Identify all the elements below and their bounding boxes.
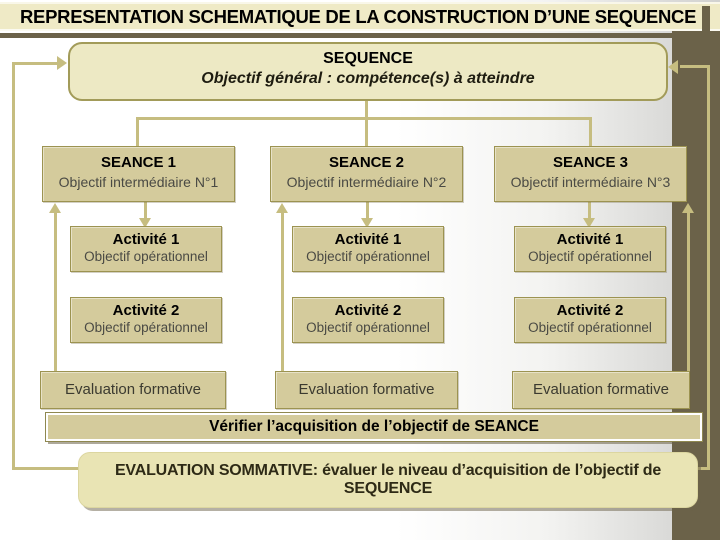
- loop-right-vertical-line: [707, 65, 710, 470]
- seance3-subtitle: Objectif intermédiaire N°3: [510, 174, 671, 190]
- loop-right-arrowhead-icon: [668, 60, 678, 74]
- activity1-box-col2: Activité 1 Objectif opérationnel: [292, 226, 444, 272]
- down-arrowhead-col2-icon: [361, 218, 373, 228]
- loop-right-top-line: [680, 65, 710, 68]
- feedback-arrowhead-col1-icon: [49, 203, 61, 213]
- activity-subtitle: Objectif opérationnel: [528, 249, 652, 264]
- title-banner-text: REPRESENTATION SCHEMATIQUE DE LA CONSTRU…: [20, 5, 697, 27]
- seance1-box: SEANCE 1 Objectif intermédiaire N°1: [42, 146, 235, 202]
- loop-left-arrowhead-icon: [57, 56, 67, 70]
- seance2-subtitle: Objectif intermédiaire N°2: [286, 174, 447, 190]
- activity-title: Activité 1: [112, 231, 180, 248]
- banner-underline: [0, 33, 707, 38]
- evaluation-formative-box-col1: Evaluation formative: [40, 371, 226, 409]
- activity-subtitle: Objectif opérationnel: [306, 320, 430, 335]
- activity-subtitle: Objectif opérationnel: [528, 320, 652, 335]
- feedback-line-col1: [54, 212, 57, 371]
- down-arrowhead-col1-icon: [139, 218, 151, 228]
- evaluation-formative-box-col3: Evaluation formative: [512, 371, 690, 409]
- activity-title: Activité 2: [112, 302, 180, 319]
- activity2-box-col3: Activité 2 Objectif opérationnel: [514, 297, 666, 343]
- summative-line1: EVALUATION SOMMATIVE: évaluer le niveau …: [114, 462, 662, 479]
- sequence-title: SEQUENCE: [323, 50, 413, 67]
- activity2-box-col2: Activité 2 Objectif opérationnel: [292, 297, 444, 343]
- seance1-title: SEANCE 1: [100, 154, 177, 171]
- seance1-subtitle: Objectif intermédiaire N°1: [58, 174, 219, 190]
- loop-left-top-line: [12, 62, 58, 65]
- loop-left-bottom-line: [12, 467, 78, 470]
- activity-subtitle: Objectif opérationnel: [84, 320, 208, 335]
- seance3-title: SEANCE 3: [552, 154, 629, 171]
- feedback-arrowhead-col3-icon: [682, 203, 694, 213]
- evaluation-formative-box-col2: Evaluation formative: [275, 371, 458, 409]
- activity-subtitle: Objectif opérationnel: [84, 249, 208, 264]
- activity-subtitle: Objectif opérationnel: [306, 249, 430, 264]
- verify-bar: Vérifier l’acquisition de l’objectif de …: [45, 412, 703, 442]
- activity1-box-col1: Activité 1 Objectif opérationnel: [70, 226, 222, 272]
- loop-left-vertical-line: [12, 62, 15, 470]
- loop-right-bottom-line: [698, 467, 710, 470]
- title-banner: REPRESENTATION SCHEMATIQUE DE LA CONSTRU…: [0, 2, 720, 31]
- seance3-box: SEANCE 3 Objectif intermédiaire N°3: [494, 146, 687, 202]
- feedback-line-col3: [687, 212, 690, 371]
- banner-corner-shadow: [702, 6, 710, 31]
- activity-title: Activité 2: [556, 302, 624, 319]
- activity1-box-col3: Activité 1 Objectif opérationnel: [514, 226, 666, 272]
- summative-line2: SEQUENCE: [343, 480, 433, 497]
- seance2-title: SEANCE 2: [328, 154, 405, 171]
- activity-title: Activité 2: [334, 302, 402, 319]
- down-line-col3: [588, 202, 591, 219]
- drop-line-seance1: [136, 118, 139, 146]
- feedback-arrowhead-col2-icon: [276, 203, 288, 213]
- summative-evaluation-box: EVALUATION SOMMATIVE: évaluer le niveau …: [78, 452, 698, 508]
- drop-line-seance2: [365, 118, 368, 146]
- down-line-col2: [366, 202, 369, 219]
- sequence-box: SEQUENCE Objectif général : compétence(s…: [68, 42, 668, 101]
- sequence-riser-line: [365, 101, 368, 117]
- seance2-box: SEANCE 2 Objectif intermédiaire N°2: [270, 146, 463, 202]
- down-arrowhead-col3-icon: [583, 218, 595, 228]
- distribution-rail-line: [136, 117, 592, 120]
- activity-title: Activité 1: [334, 231, 402, 248]
- activity2-box-col1: Activité 2 Objectif opérationnel: [70, 297, 222, 343]
- drop-line-seance3: [589, 118, 592, 146]
- sequence-subtitle: Objectif général : compétence(s) à attei…: [201, 70, 535, 87]
- activity-title: Activité 1: [556, 231, 624, 248]
- down-line-col1: [144, 202, 147, 219]
- feedback-line-col2: [281, 212, 284, 371]
